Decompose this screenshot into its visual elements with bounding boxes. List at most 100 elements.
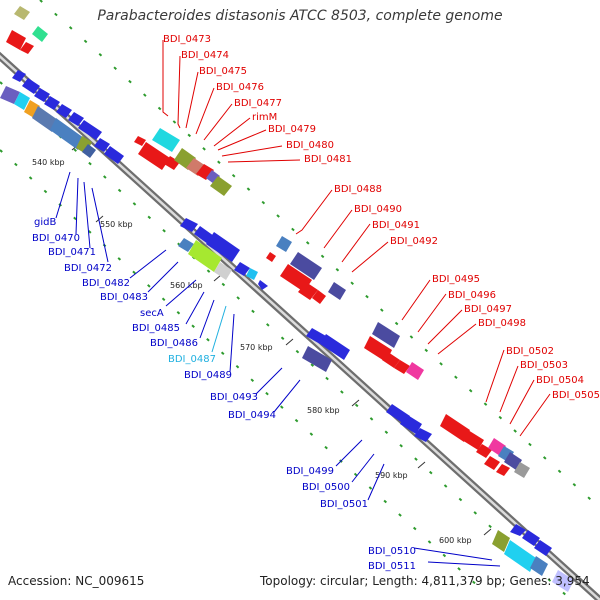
gene-feature [372, 322, 400, 348]
gene-feature [12, 70, 26, 82]
gene-label: BDI_0497 [464, 304, 512, 315]
gene-label: BDI_0495 [432, 274, 480, 285]
gene-label: BDI_0510 [368, 546, 416, 557]
gene-feature [56, 104, 72, 118]
gene-label: BDI_0488 [334, 184, 382, 195]
gene-label: BDI_0490 [354, 204, 402, 215]
gene-feature [104, 146, 124, 164]
gene-feature [276, 236, 292, 252]
kbp-590: 590 kbp [375, 471, 408, 480]
gene-feature [50, 118, 84, 150]
forward-leader-lines [162, 40, 551, 437]
gene-feature [32, 106, 58, 132]
gene-label: BDI_0492 [390, 236, 438, 247]
highlight-leader-line [211, 305, 227, 353]
gene-feature [152, 128, 180, 152]
gene-feature [514, 462, 530, 478]
gene-feature [298, 282, 318, 300]
gene-feature [382, 352, 400, 368]
gene-label: BDI_0511 [368, 561, 416, 572]
gene-label: BDI_0486 [150, 338, 198, 349]
kbp-570: 570 kbp [240, 343, 273, 352]
gene-label: BDI_0498 [478, 318, 526, 329]
gene-feature [306, 328, 326, 344]
forward-gene-labels: BDI_0473 BDI_0474 BDI_0475 BDI_0476 BDI_… [163, 34, 600, 401]
gene-feature [210, 176, 232, 196]
gene-feature [32, 26, 48, 42]
gene-feature [68, 112, 84, 126]
gene-feature [484, 456, 500, 470]
gene-feature [440, 414, 470, 442]
gene-feature [320, 334, 350, 360]
gene-label: BDI_0504 [536, 375, 584, 386]
genome-backbone [0, 51, 600, 600]
gene-feature [0, 86, 20, 104]
reverse-strand-genes [0, 70, 574, 592]
gene-feature [78, 120, 102, 140]
gene-label: BDI_0475 [199, 66, 247, 77]
gene-feature [180, 218, 198, 232]
gene-label: BDI_0476 [216, 82, 264, 93]
gene-feature [266, 252, 276, 262]
gene-feature [552, 570, 574, 592]
gene-feature [82, 144, 96, 158]
gene-label: BDI_0471 [48, 247, 96, 258]
kbp-550: 550 kbp [100, 220, 133, 229]
gene-label: BDI_0503 [520, 360, 568, 371]
kbp-tick-marks [71, 143, 492, 536]
gene-label: BDI_0499 [286, 466, 334, 477]
gene-feature [234, 262, 250, 276]
gene-feature [504, 540, 536, 572]
gene-feature [178, 238, 194, 252]
gene-label: BDI_0505 [552, 390, 600, 401]
gene-label: BDI_0502 [506, 346, 554, 357]
map-title: Parabacteroides distasonis ATCC 8503, co… [97, 8, 503, 24]
gene-feature [462, 430, 484, 450]
gene-feature [214, 262, 232, 280]
gene-feature [492, 530, 510, 552]
kbp-600: 600 kbp [439, 536, 472, 545]
gene-feature [522, 530, 540, 546]
accession-text: Accession: NC_009615 [8, 574, 145, 588]
kbp-540: 540 kbp [32, 158, 65, 167]
gene-label: BDI_0485 [132, 323, 180, 334]
gene-label: BDI_0500 [302, 482, 350, 493]
gene-feature [364, 336, 392, 362]
gene-feature [14, 6, 30, 20]
gene-label: BDI_0496 [448, 290, 496, 301]
gene-feature [246, 268, 258, 280]
gene-label: BDI_0501 [320, 499, 368, 510]
gene-label: BDI_0479 [268, 124, 316, 135]
gene-label: BDI_0483 [100, 292, 148, 303]
gene-label: BDI_0474 [181, 50, 229, 61]
gene-label: BDI_0489 [184, 370, 232, 381]
kbp-560: 560 kbp [170, 281, 203, 290]
gene-feature [134, 136, 146, 146]
gene-feature [290, 252, 322, 280]
gene-feature [138, 142, 170, 170]
gene-feature [44, 96, 60, 110]
gene-feature [476, 444, 492, 458]
gene-feature [312, 290, 326, 304]
gene-feature [414, 428, 432, 442]
gene-label: BDI_0493 [210, 392, 258, 403]
gene-feature [328, 282, 346, 300]
gene-feature [504, 452, 522, 470]
gene-feature [94, 138, 110, 152]
gene-label: BDI_0491 [372, 220, 420, 231]
forward-strand-genes [6, 6, 530, 478]
gene-label: BDI_0487 [168, 354, 216, 365]
reverse-leader-lines [55, 171, 501, 567]
gene-feature [406, 362, 424, 380]
gene-feature [34, 88, 50, 102]
gene-feature [196, 164, 214, 180]
gene-feature [400, 414, 422, 434]
gene-label: rimM [252, 112, 277, 123]
gene-feature [258, 280, 268, 290]
gene-feature [206, 232, 240, 262]
gene-label: BDI_0473 [163, 34, 211, 45]
gene-label: BDI_0494 [228, 410, 276, 421]
gene-label: secA [140, 308, 164, 319]
gene-label: BDI_0482 [82, 278, 130, 289]
gene-feature [530, 556, 548, 576]
